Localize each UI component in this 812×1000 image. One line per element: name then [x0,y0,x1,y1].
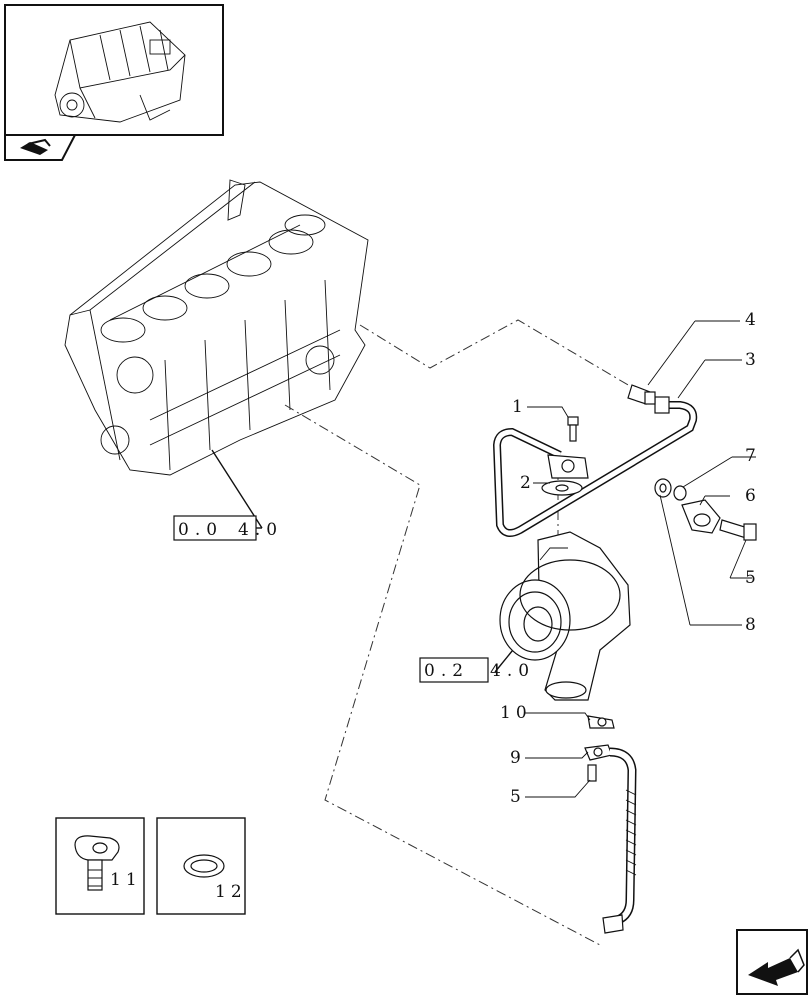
label-part-10: 10 [500,703,532,723]
label-part-8: 8 [745,615,761,635]
gasket-part-10 [587,715,615,729]
engine-block [64,179,369,476]
washers-clamp [654,478,757,541]
label-part-1: 1 [512,397,528,417]
label-part-12: 12 [215,882,247,902]
label-part-9: 9 [510,748,526,768]
bolt-part-1 [567,416,579,442]
flange-part-2 [541,454,589,496]
turbo-ref-tail: 4.0 [490,661,535,681]
label-part-3: 3 [745,350,761,370]
label-part-4: 4 [745,310,761,330]
block-ref-box: 0.0 [178,520,223,540]
book-arrow-icon[interactable] [4,134,77,161]
oil-return-pipe [584,744,637,934]
label-part-2: 2 [520,473,536,493]
label-part-6: 6 [745,486,761,506]
next-page-arrow-icon[interactable] [736,929,808,995]
label-part-5-lower: 5 [510,787,526,807]
label-part-11: 11 [110,870,142,890]
oil-feed-pipe [492,396,698,538]
label-part-5-upper: 5 [745,568,761,588]
label-part-7: 7 [745,446,761,466]
engine-thumbnail [4,4,224,136]
fitting-part-4 [627,384,656,405]
block-ref-tail: 4.0 [238,520,283,540]
inset-part-11: 11 [55,817,145,915]
turbo-ref-box: 0.2 [424,661,469,681]
turbocharger [499,531,631,701]
inset-part-12: 12 [156,817,247,915]
